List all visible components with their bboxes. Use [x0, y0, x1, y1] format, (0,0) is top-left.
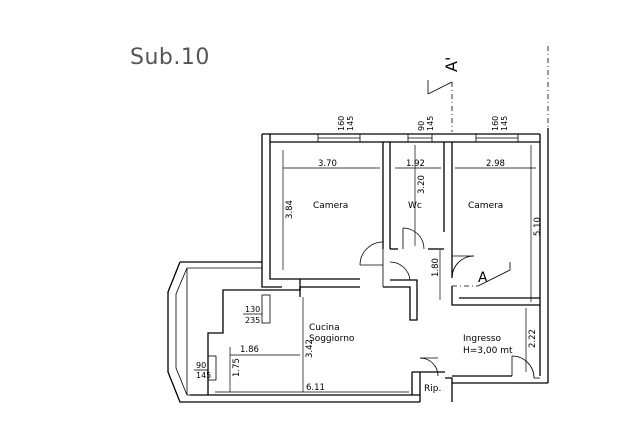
window-1: 160 145: [317, 116, 361, 143]
room-wc: Wc: [408, 201, 422, 211]
window-4: 130 235: [243, 294, 271, 325]
door-rip: [419, 357, 439, 377]
room-camera-right: Camera: [468, 201, 503, 211]
room-soggiorno: Soggiorno: [309, 334, 355, 344]
dim-camera-right-width: 2.98: [486, 159, 505, 169]
door-wc-hall: [389, 261, 411, 281]
room-camera-left: Camera: [313, 201, 348, 211]
window-2: 90 145: [407, 116, 435, 143]
window-3-height: 145: [500, 116, 509, 131]
door-wc: [402, 227, 425, 250]
window-4-width: 130: [245, 305, 260, 314]
dim-ingresso-depth: 2.22: [528, 329, 538, 348]
section-marker-bottom: A: [452, 262, 511, 287]
interior-walls: [300, 142, 540, 402]
window-5-height: 145: [196, 371, 211, 380]
dim-wc-depth: 3.20: [417, 175, 427, 194]
section-label-bottom: A: [478, 270, 488, 286]
dim-camera-left-depth: 3.84: [285, 200, 295, 219]
door-camera-right: [451, 255, 475, 279]
window-5-width: 90: [196, 361, 206, 370]
door-camera-left: [359, 241, 384, 287]
dim-cucina-width: 6.11: [306, 383, 325, 393]
dim-hall-depth: 1.80: [431, 258, 441, 277]
dim-camera-right-depth: 5.10: [533, 217, 543, 236]
room-height-note: H=3,00 mt: [463, 346, 513, 356]
dimension-lines: [215, 145, 536, 393]
window-1-height: 145: [346, 116, 355, 131]
window-2-width: 90: [417, 121, 426, 131]
window-3-width: 160: [491, 116, 500, 131]
window-5: 90 145: [194, 355, 217, 381]
dim-cucina-depth: 3.42: [305, 339, 315, 358]
plan-title: Sub.10: [130, 45, 210, 70]
dim-wc-width: 1.92: [406, 159, 425, 169]
balcony: [167, 261, 262, 403]
room-ripostiglio: Rip.: [424, 384, 441, 394]
section-marker-top: A': [427, 57, 461, 132]
room-cucina: Cucina: [309, 323, 340, 333]
window-2-height: 145: [426, 116, 435, 131]
window-1-width: 160: [337, 116, 346, 131]
dim-recess-width: 1.86: [240, 345, 259, 355]
room-ingresso: Ingresso: [463, 334, 501, 344]
window-3: 160 145: [475, 116, 519, 143]
dim-camera-left-width: 3.70: [318, 159, 337, 169]
dim-balcony-depth: 1.75: [232, 358, 242, 377]
window-4-height: 235: [245, 316, 260, 325]
door-entrance: [511, 355, 540, 379]
section-label-top: A': [442, 57, 461, 72]
